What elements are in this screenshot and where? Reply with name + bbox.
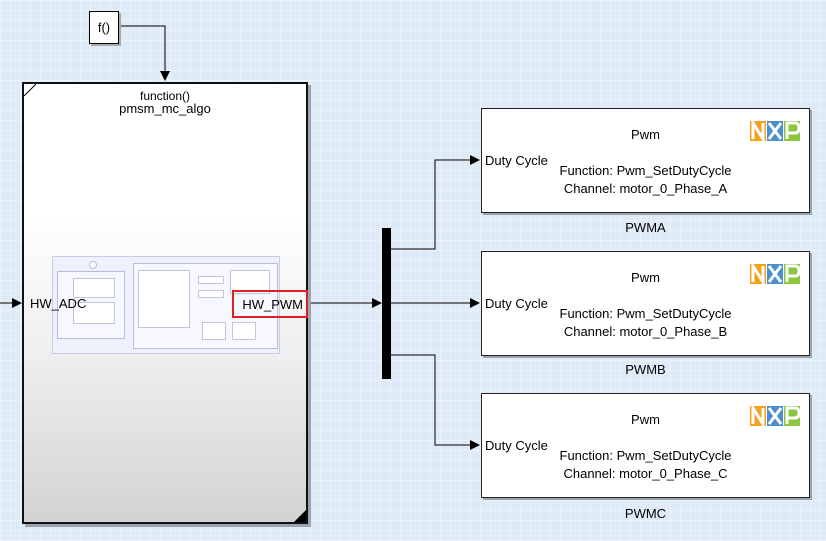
subsystem-corner-icon: [24, 84, 36, 96]
pwm-block-a[interactable]: Pwm Function: Pwm_SetDutyCycle Channel: …: [481, 108, 810, 213]
nxp-logo-icon: [750, 404, 801, 428]
thumbnail-port-icon: [89, 261, 97, 269]
nxp-logo-icon: [750, 262, 801, 286]
line-to-pwmc: [391, 354, 480, 450]
trigger-line: [117, 25, 170, 81]
duty-cycle-port[interactable]: Duty Cycle: [485, 296, 548, 311]
demux-block[interactable]: [382, 228, 391, 379]
pwm-block-title: Pwm: [631, 412, 660, 427]
pwm-function-text: Function: Pwm_SetDutyCycle: [559, 163, 732, 178]
pwm-channel-text: Channel: motor_0_Phase_B: [563, 324, 728, 339]
output-port-label: HW_PWM: [242, 296, 303, 312]
line-to-pwma: [391, 155, 480, 250]
function-call-block[interactable]: f(): [89, 11, 119, 44]
subsystem-name: pmsm_mc_algo: [119, 101, 211, 116]
pwm-block-title: Pwm: [631, 270, 660, 285]
pwm-function-text: Function: Pwm_SetDutyCycle: [559, 306, 732, 321]
trigger-port-label: function(): [139, 89, 191, 103]
pwm-function-text: Function: Pwm_SetDutyCycle: [559, 448, 732, 463]
nxp-logo-icon: [750, 119, 801, 143]
pwm-channel-text: Channel: motor_0_Phase_A: [563, 181, 728, 196]
pwm-block-name: PWMA: [625, 220, 666, 235]
pwm-block-name: PWMB: [625, 362, 666, 377]
pwm-block-title: Pwm: [631, 127, 660, 142]
thumbnail-left-area: [57, 271, 125, 339]
pwm-block-name: PWMC: [624, 506, 667, 521]
input-port-hw-adc[interactable]: HW_ADC: [30, 296, 87, 311]
subsystem-block[interactable]: function() pmsm_mc_algo HW_ADC HW_PWM: [22, 82, 308, 524]
output-port-hw-pwm[interactable]: HW_PWM: [232, 290, 308, 318]
duty-cycle-port[interactable]: Duty Cycle: [485, 438, 548, 453]
duty-cycle-port[interactable]: Duty Cycle: [485, 153, 548, 168]
subsystem-resize-icon: [294, 510, 306, 522]
pwm-channel-text: Channel: motor_0_Phase_C: [563, 466, 728, 481]
pwm-block-c[interactable]: Pwm Function: Pwm_SetDutyCycle Channel: …: [481, 393, 810, 498]
pwm-block-b[interactable]: Pwm Function: Pwm_SetDutyCycle Channel: …: [481, 251, 810, 356]
